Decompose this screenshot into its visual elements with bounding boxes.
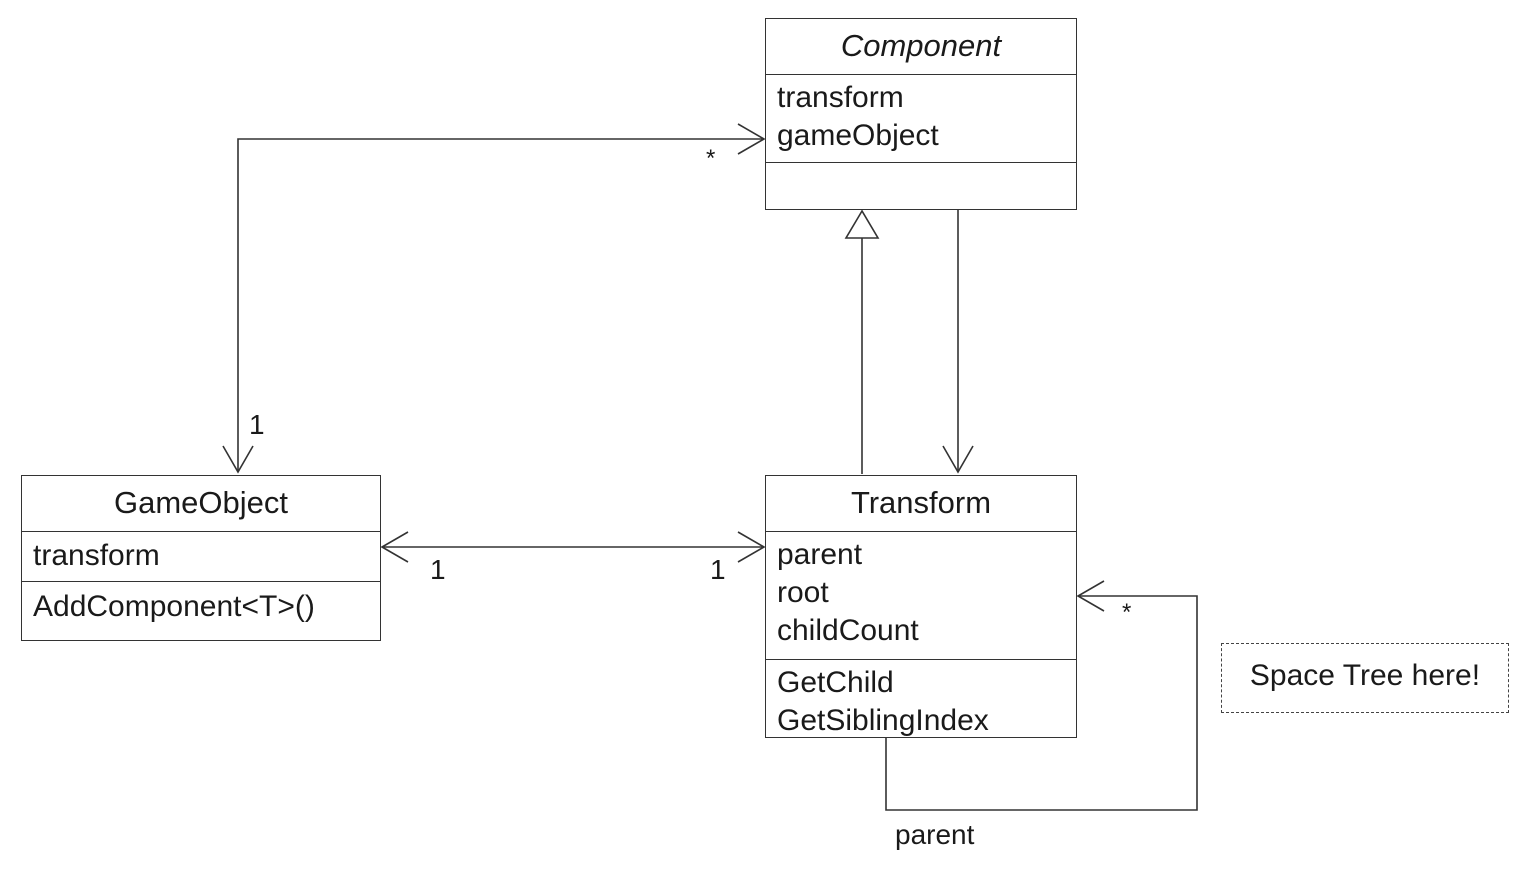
class-transform[interactable]: Transform parent root childCount GetChil… xyxy=(765,475,1077,738)
arrowhead-to-gameobject-left xyxy=(380,531,409,563)
attribute: childCount xyxy=(777,614,919,647)
operation-section xyxy=(766,163,1076,173)
operation: AddComponent<T>() xyxy=(33,590,315,623)
operation-section: GetChild GetSiblingIndex xyxy=(766,660,1076,746)
multiplicity-gameobject-left: 1 xyxy=(430,554,446,585)
attribute-section: transform xyxy=(22,532,380,582)
class-component[interactable]: Component transform gameObject xyxy=(765,18,1077,210)
multiplicity-transform-right: 1 xyxy=(710,554,726,585)
attribute: root xyxy=(777,576,829,609)
attribute: gameObject xyxy=(777,119,939,152)
generalization-triangle xyxy=(844,209,880,239)
attribute: parent xyxy=(777,538,863,571)
attribute: transform xyxy=(777,81,904,114)
association-gameobject-component xyxy=(237,138,764,472)
class-name: GameObject xyxy=(22,476,380,532)
multiplicity-transform-self: * xyxy=(1122,599,1132,626)
arrowhead-to-component xyxy=(737,123,766,155)
arrowhead-to-transform-self xyxy=(1076,580,1105,612)
role-parent-label: parent xyxy=(895,819,975,850)
multiplicity-component-end: * xyxy=(706,145,716,172)
class-gameobject[interactable]: GameObject transform AddComponent<T>() xyxy=(21,475,381,641)
operation: GetChild xyxy=(777,666,894,699)
multiplicity-gameobject-end: 1 xyxy=(249,409,265,440)
association-transform-self xyxy=(885,595,1198,811)
attribute-section: parent root childCount xyxy=(766,532,1076,660)
attribute-section: transform gameObject xyxy=(766,75,1076,163)
operation-section: AddComponent<T>() xyxy=(22,582,380,632)
class-name: Component xyxy=(766,19,1076,75)
arrowhead-to-transform-right xyxy=(737,531,766,563)
class-name: Transform xyxy=(766,476,1076,532)
note-box[interactable]: Space Tree here! xyxy=(1221,643,1509,713)
arrowhead-to-gameobject xyxy=(222,445,254,474)
arrowhead-to-transform xyxy=(942,445,974,474)
note-text: Space Tree here! xyxy=(1249,659,1481,692)
operation: GetSiblingIndex xyxy=(777,704,989,737)
attribute: transform xyxy=(33,539,160,572)
